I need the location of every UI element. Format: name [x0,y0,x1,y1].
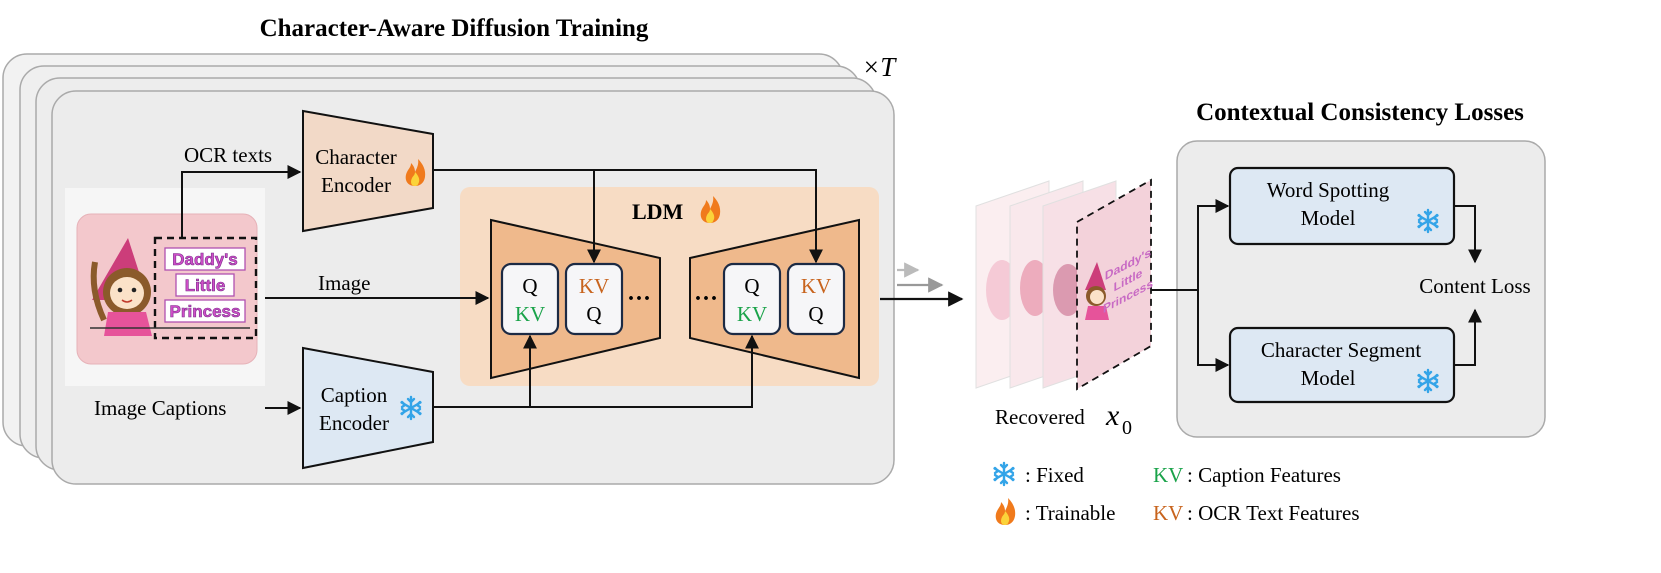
char-segment-line2: Model [1301,366,1356,390]
legend-caption-features: : Caption Features [1187,463,1341,487]
attn4-query: Q [808,302,823,326]
attn2-query: Q [586,302,601,326]
character-encoder-line1: Character [315,145,397,169]
recovered-image-stack: Daddy's Little Princess [975,178,1153,391]
character-encoder-line2: Encoder [321,173,391,197]
character-segment-model: Character Segment Model [1228,326,1456,404]
attn3-caption-kv: KV [737,302,767,326]
word-spotting-line1: Word Spotting [1267,178,1390,202]
text-region-box [153,236,258,340]
right-title: Contextual Consistency Losses [1196,99,1524,126]
legend-flame-icon [995,498,1016,525]
attn4-ocr-kv: KV [801,274,831,298]
word-spotting-line2: Model [1301,206,1356,230]
ldm-label: LDM [632,199,684,224]
character-encoder: Character Encoder [302,109,434,233]
attn2-ocr-kv: KV [579,274,609,298]
char-segment-to-loss-arrow [1454,308,1482,366]
image-label: Image [318,271,370,295]
ellipsis-left: ··· [627,286,651,312]
image-captions-label: Image Captions [94,396,226,420]
ellipsis-right: ··· [694,286,718,312]
to-char-segment-arrow [1197,290,1230,372]
recovered-image [1076,178,1152,391]
sample-text-line2: Little [185,276,226,295]
caption-encoder: Caption Encoder [302,346,434,470]
repeat-label: ×T [862,52,897,82]
recovered-label: Recovered [995,405,1085,429]
attention-block-3: Q KV [722,262,782,336]
caption-encoder-line1: Caption [321,383,388,407]
caption-feature-arrow-right [433,334,759,408]
legend-trainable: : Trainable [1025,501,1115,525]
attn3-query: Q [744,274,759,298]
ocr-texts-arrow [181,165,302,238]
ocr-feature-arrow-right [433,169,823,264]
word-spotting-to-loss-arrow [1454,205,1482,264]
content-loss-label: Content Loss [1419,274,1530,298]
sample-text-line3: Princess [170,302,241,321]
sample-text-line1: Daddy's [172,250,237,269]
ocr-texts-label: OCR texts [184,143,272,167]
caption-encoder-line2: Encoder [319,411,389,435]
left-title: Character-Aware Diffusion Training [260,15,649,42]
to-word-spotting-arrow [1197,199,1230,290]
attn1-caption-kv: KV [515,302,545,326]
legend: : Fixed : Trainable KV : Caption Feature… [993,461,1360,525]
recovered-subscript: 0 [1122,417,1132,439]
attention-block-1: Q KV [500,262,560,336]
cartoon-girl [90,238,152,336]
legend-fixed: : Fixed [1025,463,1084,487]
attn1-query: Q [522,274,537,298]
attention-block-4: KV Q [786,262,846,336]
attention-block-2: KV Q [564,262,624,336]
recovered-symbol: x [1105,399,1120,432]
word-spotting-model: Word Spotting Model [1228,166,1456,246]
legend-snowflake-icon [993,461,1015,487]
char-segment-line1: Character Segment [1261,338,1422,362]
legend-caption-kv: KV [1153,463,1183,487]
legend-ocr-features: : OCR Text Features [1187,501,1360,525]
legend-ocr-kv: KV [1153,501,1183,525]
input-image: Daddy's Little Princess [65,188,265,386]
